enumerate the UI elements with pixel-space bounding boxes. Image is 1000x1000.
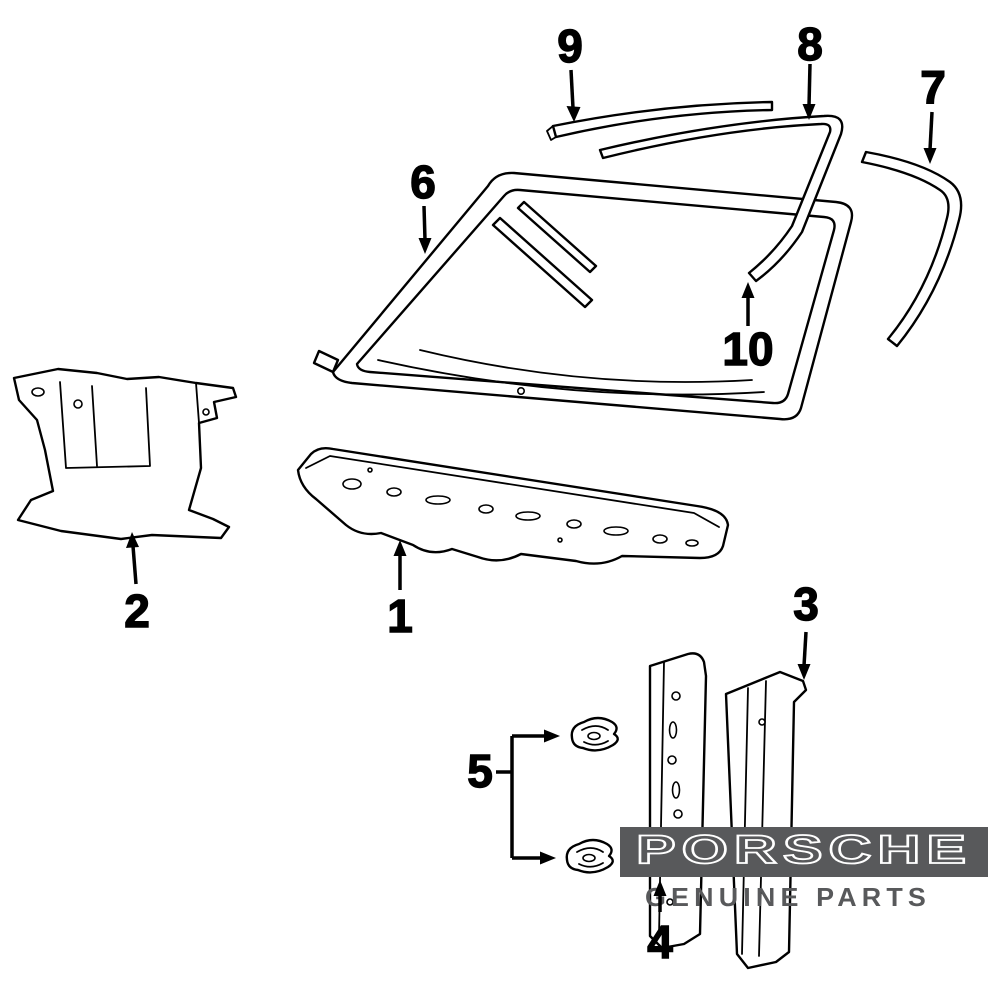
frame-inner-rail	[491, 216, 594, 309]
callout-1: 1	[387, 590, 413, 642]
callout-labels: 1 2 3 4 5 6 7 8 9 10	[124, 17, 947, 968]
callout-6: 6	[410, 156, 436, 208]
arrow-part-6	[422, 205, 427, 241]
brand-band-group: PORSCHE GENUINE PARTS	[620, 827, 988, 912]
clip-fastener-lower	[565, 838, 614, 874]
callout-arrows	[126, 63, 937, 912]
cowl-panel	[296, 446, 730, 565]
side-molding	[860, 150, 963, 348]
brand-logo: PORSCHE	[636, 828, 972, 872]
callout-5: 5	[467, 745, 493, 797]
windshield-frame	[312, 171, 854, 421]
arrow-part-8	[807, 63, 812, 107]
callout-7: 7	[920, 61, 946, 113]
callout-8: 8	[797, 18, 823, 70]
frame-inner-rail-2	[516, 200, 598, 274]
brand-band	[620, 827, 988, 877]
arrow-part-3	[802, 631, 808, 667]
callout-2: 2	[124, 585, 150, 637]
callout-9: 9	[557, 20, 583, 72]
arrow-part-2	[131, 545, 138, 585]
arrow-part-7	[928, 111, 934, 151]
callout-10: 10	[722, 323, 773, 375]
brand-subtitle: GENUINE PARTS	[645, 882, 931, 912]
callout-3: 3	[793, 578, 819, 630]
arrow-part-9	[569, 69, 575, 109]
roof-trim-front	[546, 100, 774, 141]
bracket-part-5	[496, 734, 546, 860]
windshield-pillar-outer	[724, 670, 808, 970]
callout-4: 4	[647, 916, 673, 968]
roof-trim-rear	[598, 114, 844, 283]
hinge-pillar-panel	[12, 367, 238, 541]
clip-fastener-upper	[570, 716, 619, 752]
frame-corner-tab	[312, 349, 340, 374]
